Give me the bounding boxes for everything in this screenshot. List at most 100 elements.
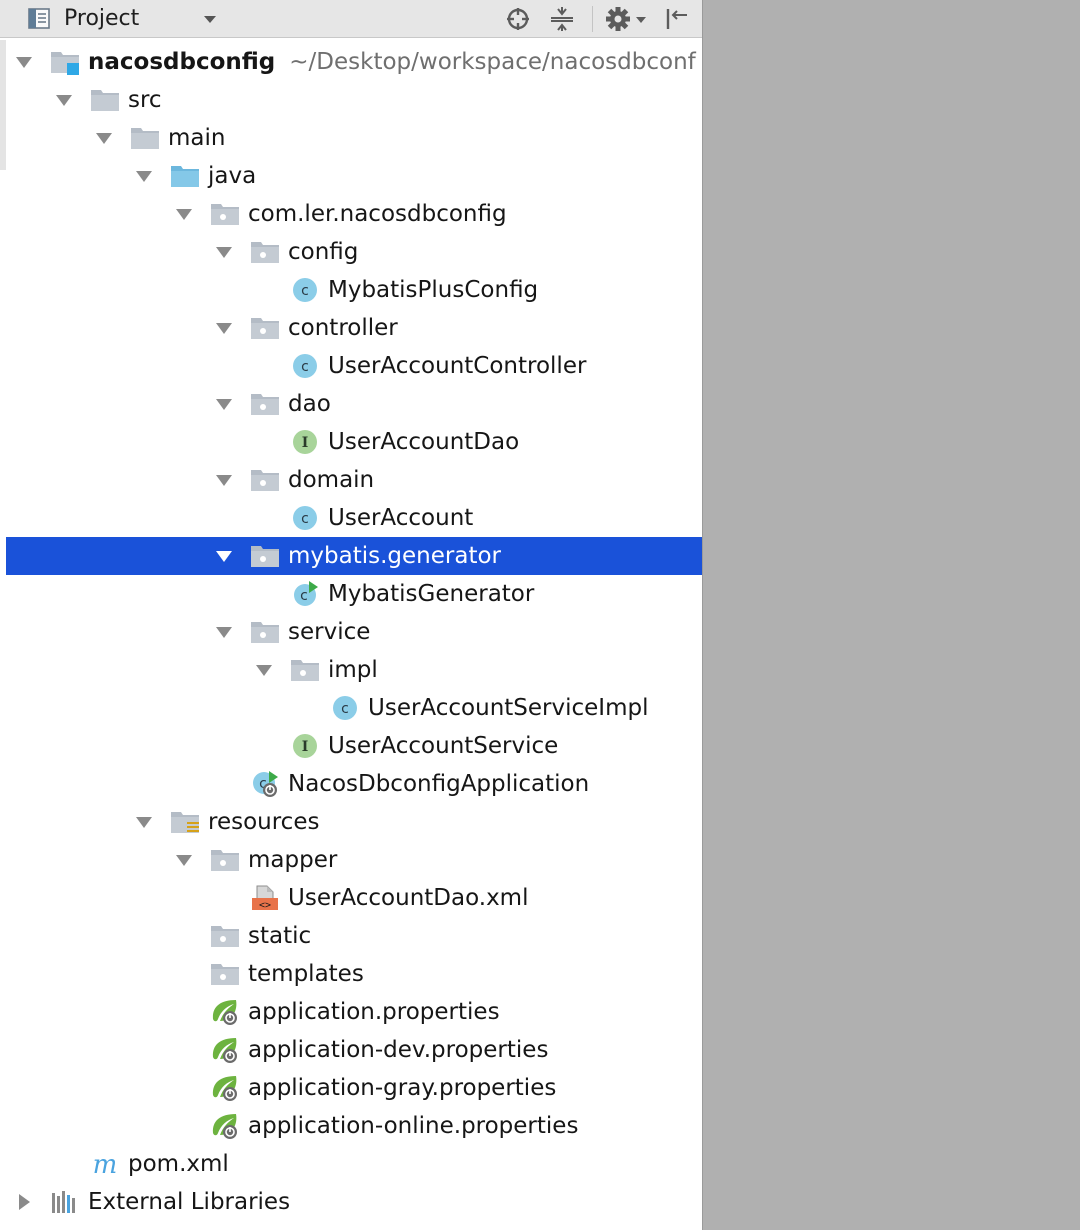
tree-node-main[interactable]: main	[0, 119, 702, 157]
tree-node-label: mybatis.generator	[288, 537, 501, 575]
spring-properties-icon	[210, 1113, 240, 1139]
tree-node-application-gray-properties[interactable]: application-gray.properties	[0, 1069, 702, 1107]
tree-node-label: java	[208, 157, 256, 195]
tree-node-name: static	[248, 923, 312, 949]
expanded-arrow-icon[interactable]	[212, 309, 236, 347]
package-folder-icon	[290, 657, 320, 683]
tree-node-mapper[interactable]: mapper	[0, 841, 702, 879]
java-class-icon: c	[290, 505, 320, 531]
tree-node-name: controller	[288, 315, 398, 341]
tree-node-useraccountcontroller[interactable]: c UserAccountController	[0, 347, 702, 385]
java-class-icon: c	[290, 353, 320, 379]
tree-node-controller[interactable]: controller	[0, 309, 702, 347]
tree-node-name: UserAccountService	[328, 733, 559, 759]
tree-node-name: application-gray.properties	[248, 1075, 557, 1101]
tree-node-name: resources	[208, 809, 320, 835]
tree-node-name: dao	[288, 391, 331, 417]
tree-node-name: application-dev.properties	[248, 1037, 549, 1063]
collapsed-arrow-icon[interactable]	[12, 1183, 36, 1221]
tree-node-label: application-gray.properties	[248, 1069, 556, 1107]
expanded-arrow-icon[interactable]	[12, 43, 36, 81]
tree-node-application-dev-properties[interactable]: application-dev.properties	[0, 1031, 702, 1069]
expanded-arrow-icon[interactable]	[172, 195, 196, 233]
tree-node-useraccountserviceimpl[interactable]: c UserAccountServiceImpl	[0, 689, 702, 727]
tree-node-label: static	[248, 917, 311, 955]
tree-node-name: mybatis.generator	[288, 543, 501, 569]
expanded-arrow-icon[interactable]	[212, 385, 236, 423]
svg-text:c: c	[259, 776, 267, 792]
expanded-arrow-icon[interactable]	[92, 119, 116, 157]
expanded-arrow-icon[interactable]	[132, 157, 156, 195]
tree-node-nacosdbconfig[interactable]: nacosdbconfig~/Desktop/workspace/nacosdb…	[0, 43, 702, 81]
tree-node-name: mapper	[248, 847, 338, 873]
expanded-arrow-icon[interactable]	[172, 841, 196, 879]
tree-node-label: UserAccountController	[328, 347, 586, 385]
tree-node-impl[interactable]: impl	[0, 651, 702, 689]
collapse-all-icon[interactable]	[548, 5, 576, 33]
hide-panel-icon[interactable]	[662, 5, 690, 33]
package-folder-icon	[250, 315, 280, 341]
expanded-arrow-icon[interactable]	[212, 233, 236, 271]
tree-node-mybatisplusconfig[interactable]: c MybatisPlusConfig	[0, 271, 702, 309]
tree-node-label: dao	[288, 385, 331, 423]
locate-icon[interactable]	[504, 5, 532, 33]
tree-node-useraccountdao-xml[interactable]: <>UserAccountDao.xml	[0, 879, 702, 917]
java-class-icon: c	[290, 277, 320, 303]
svg-text:c: c	[341, 701, 349, 717]
expanded-arrow-icon[interactable]	[252, 651, 276, 689]
tree-node-templates[interactable]: templates	[0, 955, 702, 993]
package-folder-icon	[250, 391, 280, 417]
expanded-arrow-icon[interactable]	[132, 803, 156, 841]
tree-node-label: resources	[208, 803, 319, 841]
tree-node-label: nacosdbconfig~/Desktop/workspace/nacosdb…	[88, 43, 696, 81]
expanded-arrow-icon[interactable]	[212, 613, 236, 651]
project-view-selector[interactable]: Project	[64, 6, 140, 31]
expanded-arrow-icon[interactable]	[52, 81, 76, 119]
tree-node-config[interactable]: config	[0, 233, 702, 271]
tree-node-label: controller	[288, 309, 398, 347]
tree-node-label: NacosDbconfigApplication	[288, 765, 589, 803]
settings-gear-icon[interactable]	[604, 5, 650, 33]
svg-text:m: m	[93, 1151, 118, 1177]
java-class-icon: c	[330, 695, 360, 721]
tree-node-name: java	[208, 163, 257, 189]
expanded-arrow-icon[interactable]	[212, 461, 236, 499]
tree-node-external-libraries[interactable]: External Libraries	[0, 1183, 702, 1221]
tree-node-mybatis-generator[interactable]: mybatis.generator	[6, 537, 702, 575]
expanded-arrow-icon[interactable]	[212, 537, 236, 575]
maven-icon: m	[90, 1150, 120, 1180]
tree-node-label: domain	[288, 461, 374, 499]
svg-text:<>: <>	[259, 900, 271, 911]
dropdown-arrow-icon[interactable]	[201, 11, 219, 27]
spring-properties-icon	[210, 999, 240, 1025]
svg-text:c: c	[301, 359, 309, 375]
tree-node-label: src	[128, 81, 162, 119]
tree-node-name: MybatisPlusConfig	[328, 277, 539, 303]
scrollbar-track[interactable]	[0, 40, 6, 170]
tree-node-application-properties[interactable]: application.properties	[0, 993, 702, 1031]
tree-node-resources[interactable]: resources	[0, 803, 702, 841]
package-folder-icon	[210, 961, 240, 987]
tree-node-com-ler-nacosdbconfig[interactable]: com.ler.nacosdbconfig	[0, 195, 702, 233]
tree-node-label: com.ler.nacosdbconfig	[248, 195, 507, 233]
tree-node-domain[interactable]: domain	[0, 461, 702, 499]
tree-node-src[interactable]: src	[0, 81, 702, 119]
tree-node-label: UserAccountServiceImpl	[368, 689, 648, 727]
tree-node-name: NacosDbconfigApplication	[288, 771, 590, 797]
tree-node-application-online-properties[interactable]: application-online.properties	[0, 1107, 702, 1145]
tree-node-nacosdbconfigapplication[interactable]: c NacosDbconfigApplication	[0, 765, 702, 803]
package-folder-icon	[250, 619, 280, 645]
tree-node-label: config	[288, 233, 358, 271]
tree-node-dao[interactable]: dao	[0, 385, 702, 423]
tree-node-static[interactable]: static	[0, 917, 702, 955]
tree-node-java[interactable]: java	[0, 157, 702, 195]
tree-node-service[interactable]: service	[0, 613, 702, 651]
tree-node-label: mapper	[248, 841, 337, 879]
package-folder-icon	[250, 239, 280, 265]
folder-icon	[130, 125, 160, 151]
